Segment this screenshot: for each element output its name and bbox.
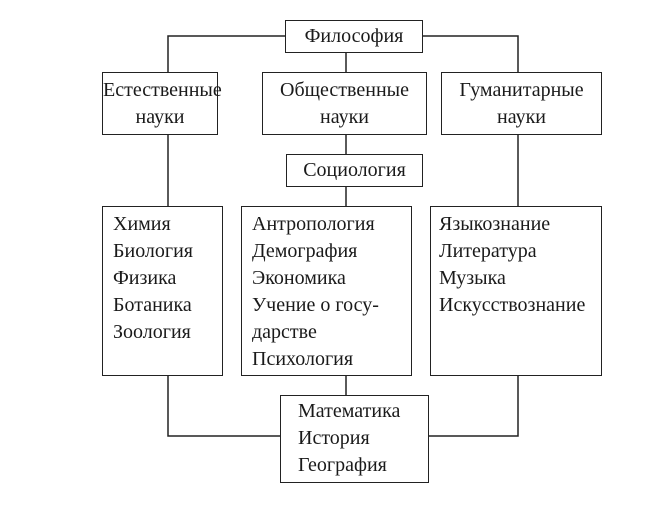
sociology-label: Социология <box>303 159 406 181</box>
list-item: Литература <box>439 240 537 262</box>
root-box-philosophy: Философия <box>285 20 423 53</box>
branch-box-natural: Естественные науки <box>102 72 222 135</box>
branch-box-social: Общественные науки <box>262 72 427 135</box>
list-item: Биология <box>113 240 194 262</box>
branch-title-line: науки <box>135 105 185 128</box>
list-item: География <box>298 454 387 476</box>
list-item: Языкознание <box>439 213 551 235</box>
branch-title-line: Общественные <box>280 78 409 101</box>
connector-natural-common <box>167 376 280 437</box>
branch-title-line: науки <box>320 105 369 128</box>
list-item: Химия <box>113 213 171 235</box>
list-item: Музыка <box>439 267 506 289</box>
list-item: Физика <box>113 267 177 289</box>
list-item: Ботаника <box>113 294 192 316</box>
common-disciplines-box: Математика История География <box>280 395 429 483</box>
humanities-list: Языкознание Литература Музыка Искусствоз… <box>430 206 602 376</box>
list-item: Психология <box>252 348 354 370</box>
list-item: Антропология <box>252 213 375 235</box>
branch-title-line: науки <box>497 105 546 128</box>
list-item: дарстве <box>252 321 317 343</box>
list-item: Учение о госу- <box>252 294 379 316</box>
list-item: Искусствознание <box>439 294 586 316</box>
connector-root-left <box>167 35 285 72</box>
list-item: История <box>298 427 370 449</box>
list-item: Демография <box>252 240 358 262</box>
social-sciences-list: Антропология Демография Экономика Учение… <box>241 206 412 376</box>
list-item: Математика <box>298 400 401 422</box>
connector-root-right <box>423 35 519 72</box>
connector-humanities-common <box>429 376 519 437</box>
natural-sciences-list: Химия Биология Физика Ботаника Зоология <box>102 206 223 376</box>
branch-title-line: Гуманитарные <box>459 78 584 101</box>
root-label: Философия <box>304 25 404 47</box>
branch-title-line: Естественные <box>103 78 222 101</box>
sociology-box: Социология <box>286 154 423 187</box>
branch-box-humanities: Гуманитарные науки <box>441 72 602 135</box>
list-item: Зоология <box>113 321 191 343</box>
list-item: Экономика <box>252 267 346 289</box>
